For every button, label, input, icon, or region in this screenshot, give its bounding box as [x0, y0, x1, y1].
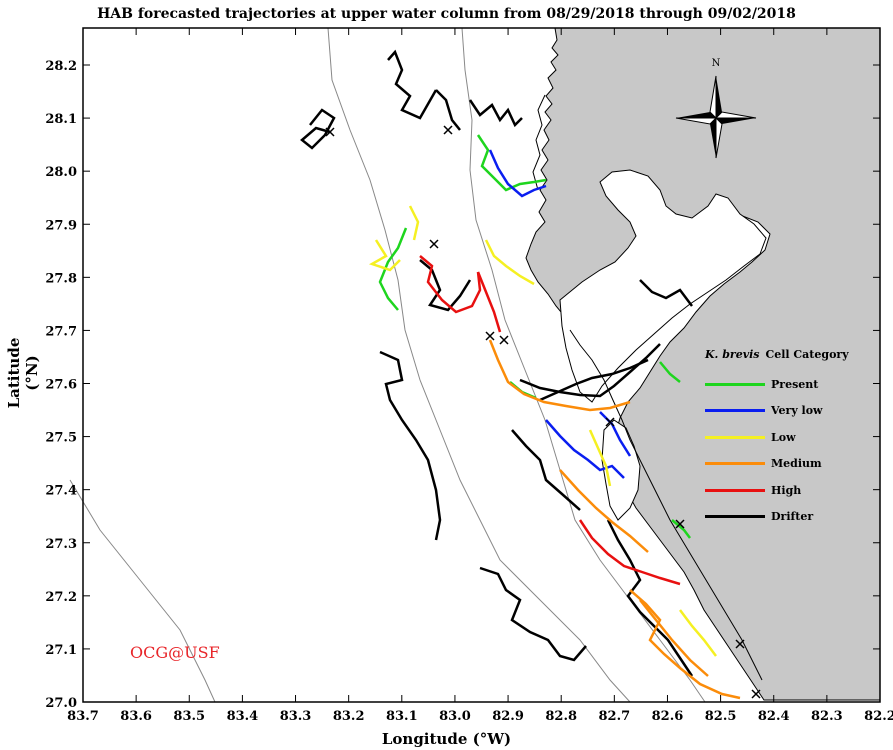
- x-tick-label: 83.1: [386, 709, 418, 724]
- y-tick-label: 27.7: [45, 324, 77, 339]
- y-tick-label: 27.8: [45, 271, 77, 286]
- legend-label: Medium: [771, 457, 822, 471]
- y-tick-label: 28.0: [45, 165, 77, 180]
- y-tick-label: 27.9: [45, 218, 77, 233]
- compass-north-label: N: [712, 58, 721, 69]
- y-tick-label: 27.1: [45, 643, 77, 658]
- x-tick-label: 82.9: [492, 709, 524, 724]
- medium-trajectories: [488, 339, 741, 700]
- legend-swatch: [705, 515, 765, 519]
- legend-label: Very low: [771, 404, 823, 418]
- y-axis-label: Latitude (°N): [5, 337, 41, 409]
- x-axis-label: Longitude (°W): [381, 730, 512, 748]
- x-tick-label: 83.6: [120, 709, 152, 724]
- x-tick-label: 83.4: [227, 709, 259, 724]
- y-tick-label: 27.2: [45, 590, 77, 605]
- legend-swatch: [705, 462, 765, 466]
- x-tick-label: 82.8: [545, 709, 577, 724]
- legend-label: Drifter: [771, 510, 814, 524]
- legend-heading: Cell Category: [765, 348, 849, 361]
- compass-rose-icon: N: [675, 58, 757, 159]
- y-tick-label: 27.5: [45, 431, 77, 446]
- y-tick-label: 28.2: [45, 59, 77, 74]
- legend-item: High: [705, 477, 855, 504]
- legend: K. brevis Cell Category Present Very low…: [705, 348, 855, 530]
- legend-item: Very low: [705, 398, 855, 425]
- y-tick-label: 27.6: [45, 378, 77, 393]
- x-tick-label: 82.4: [758, 709, 790, 724]
- watermark-label: OCG@USF: [130, 643, 220, 662]
- legend-swatch: [705, 435, 765, 439]
- map-title: HAB forecasted trajectories at upper wat…: [97, 6, 796, 22]
- legend-item: Low: [705, 424, 855, 451]
- drifter-trajectories: [300, 49, 694, 677]
- y-tick-label: 27.0: [45, 696, 77, 711]
- y-tick-label: 27.4: [45, 484, 77, 499]
- axis-ticks: 83.7 83.6 83.5 83.4 83.3 83.2 83.1 83.0 82.9 82.8…: [45, 28, 893, 724]
- plot-frame: [82, 27, 881, 703]
- x-tick-label: 82.2: [864, 709, 893, 724]
- legend-item: Drifter: [705, 504, 855, 531]
- legend-swatch: [705, 488, 765, 492]
- charlotte-harbor: [601, 419, 641, 521]
- legend-species: K. brevis: [705, 348, 760, 361]
- legend-label: High: [771, 483, 802, 497]
- y-tick-label: 28.1: [45, 112, 77, 127]
- coastline-islands: [532, 94, 763, 681]
- x-tick-label: 82.5: [705, 709, 737, 724]
- legend-label: Low: [771, 430, 796, 444]
- legend-header: K. brevis Cell Category: [705, 348, 855, 361]
- x-tick-label: 83.7: [67, 709, 99, 724]
- legend-item: Medium: [705, 451, 855, 478]
- tampa-bay: [559, 169, 767, 403]
- legend-item: Present: [705, 371, 855, 398]
- x-tick-label: 83.0: [439, 709, 471, 724]
- release-markers: [325, 125, 761, 699]
- bathymetry-contour: [461, 27, 706, 703]
- x-tick-label: 82.3: [811, 709, 843, 724]
- x-tick-label: 83.3: [280, 709, 312, 724]
- x-tick-label: 83.2: [333, 709, 365, 724]
- legend-swatch: [705, 382, 765, 386]
- high-trajectories: [419, 255, 681, 586]
- x-tick-label: 82.6: [652, 709, 684, 724]
- bathymetry-contour: [327, 27, 631, 703]
- x-tick-label: 82.7: [598, 709, 630, 724]
- bathymetry-contour: [69, 479, 216, 703]
- x-tick-label: 83.5: [173, 709, 205, 724]
- legend-swatch: [705, 409, 765, 413]
- legend-label: Present: [771, 377, 819, 391]
- y-tick-label: 27.3: [45, 537, 77, 552]
- low-trajectories: [368, 205, 717, 657]
